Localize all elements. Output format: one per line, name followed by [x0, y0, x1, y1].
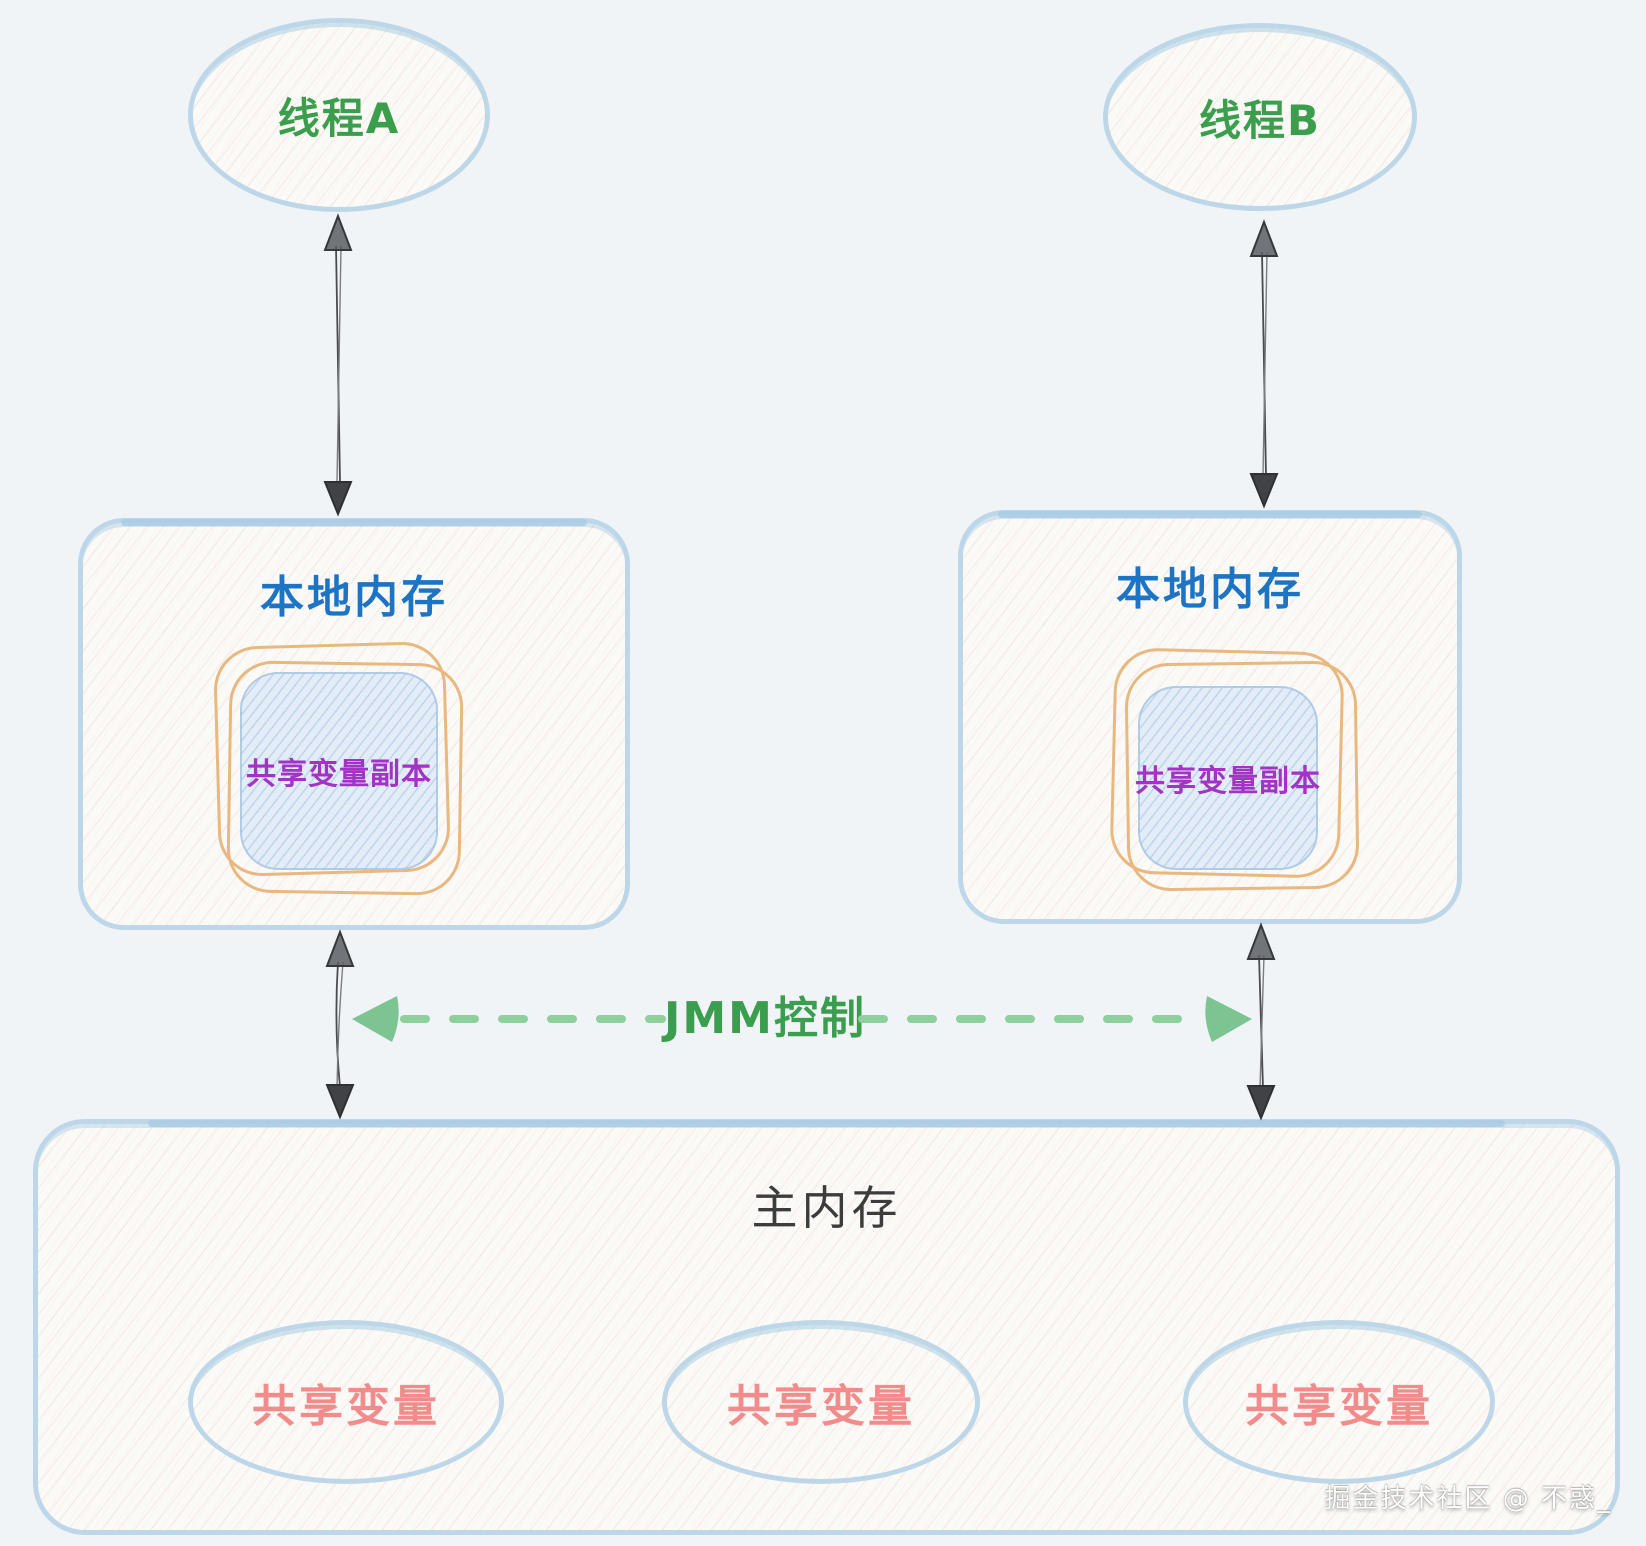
thread-b-label: 线程B [1198, 95, 1321, 145]
thread-b-node: 线程B [1103, 23, 1417, 211]
shared-copy-stack-a: 共享变量副本 [212, 640, 464, 896]
watermark: 掘金技术社区 @ 不惑_ [1324, 1484, 1612, 1514]
local-memory-b-title: 本地内存 [1116, 564, 1304, 615]
copy-card-front: 共享变量副本 [1135, 686, 1321, 870]
jmm-control-label: JMM控制 [664, 993, 866, 1044]
shared-variable-node-2: 共享变量 [662, 1320, 980, 1484]
shared-variable-label-2: 共享变量 [727, 1381, 915, 1432]
shared-variable-label-3: 共享变量 [1245, 1381, 1433, 1432]
shared-variable-label-1: 共享变量 [252, 1381, 440, 1432]
thread-a-local-a-arrow [323, 213, 353, 517]
shared-copy-stack-b: 共享变量副本 [1104, 647, 1360, 892]
thread-a-label: 线程A [277, 93, 401, 143]
shared-variable-node-1: 共享变量 [188, 1320, 504, 1484]
thread-b-local-b-arrow [1249, 219, 1279, 509]
local-b-main-memory-arrow [1246, 922, 1276, 1121]
local-memory-a-title: 本地内存 [260, 572, 448, 623]
shared-copy-a-label: 共享变量副本 [246, 757, 432, 792]
copy-card-front: 共享变量副本 [240, 672, 438, 870]
main-memory-title: 主内存 [751, 1181, 902, 1235]
shared-variable-node-3: 共享变量 [1183, 1320, 1495, 1484]
local-a-main-memory-arrow [325, 929, 355, 1120]
thread-a-node: 线程A [188, 18, 490, 212]
shared-copy-b-label: 共享变量副本 [1135, 764, 1321, 799]
